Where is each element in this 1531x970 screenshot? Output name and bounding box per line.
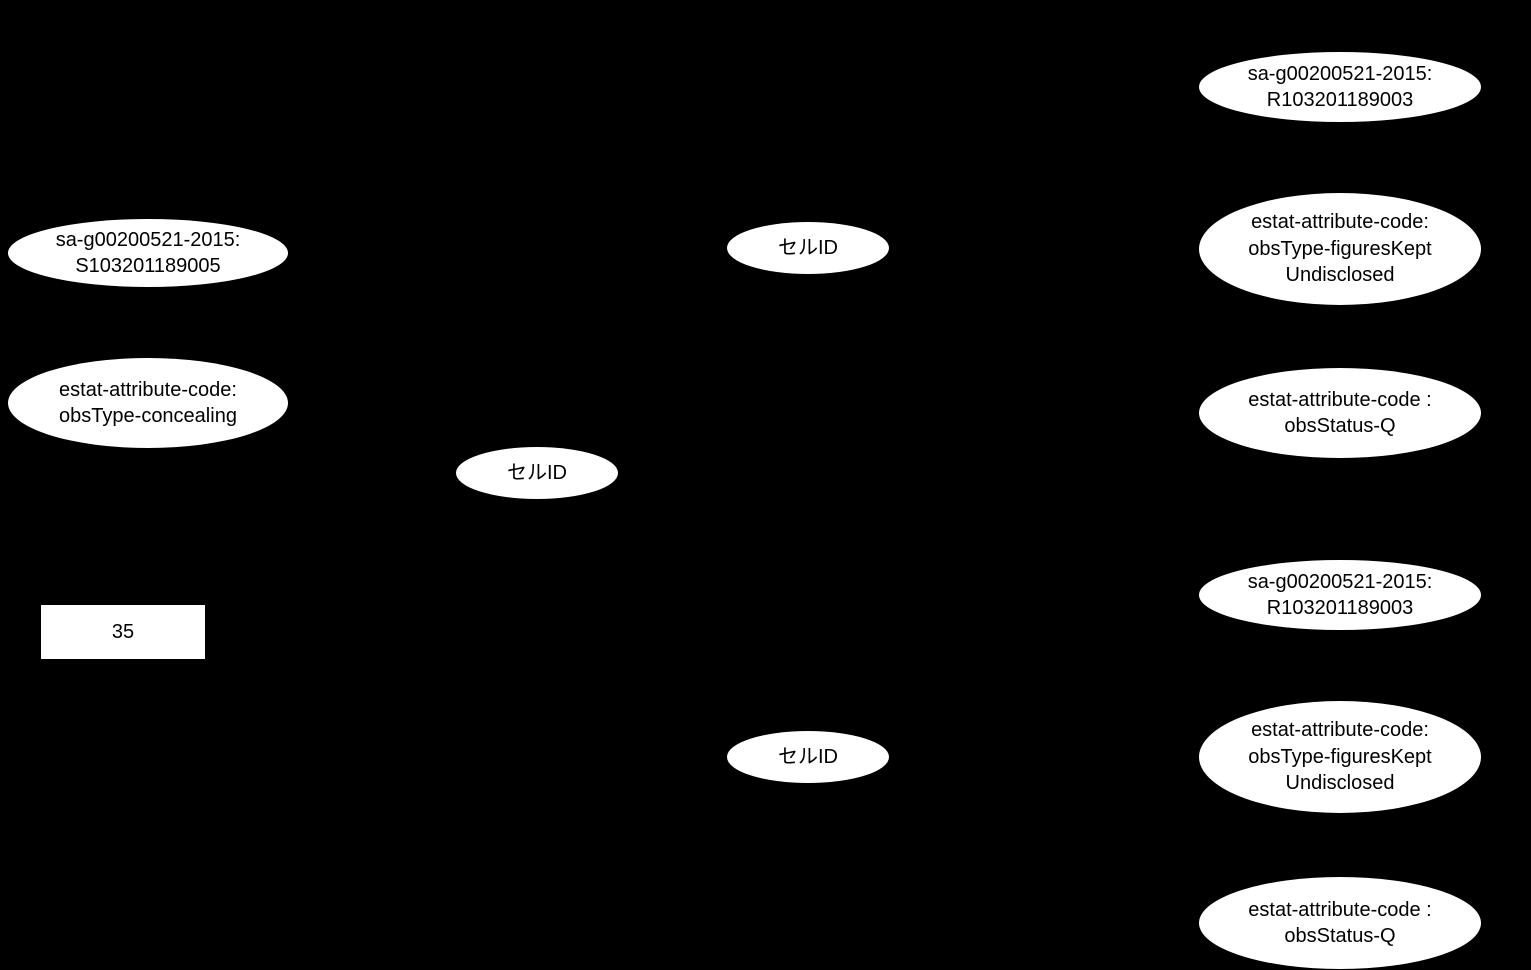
node-obsstatus-q-lower: estat-attribute-code : obsStatus-Q [1199, 877, 1481, 969]
node-resource-r103201189003-lower: sa-g00200521-2015: R103201189003 [1199, 560, 1481, 630]
node-resource-r103201189003-top: sa-g00200521-2015: R103201189003 [1199, 52, 1481, 122]
node-cell-id-upper: セルID [727, 222, 889, 274]
node-literal-35: 35 [41, 605, 205, 659]
node-obsstatus-q-upper: estat-attribute-code : obsStatus-Q [1199, 368, 1481, 458]
node-cell-id-middle: セルID [456, 447, 618, 499]
node-obstype-concealing: estat-attribute-code: obsType-concealing [8, 358, 288, 448]
node-obstype-figureskept-undisclosed-upper: estat-attribute-code: obsType-figuresKep… [1199, 193, 1481, 305]
node-obstype-figureskept-undisclosed-lower: estat-attribute-code: obsType-figuresKep… [1199, 701, 1481, 813]
node-cell-id-lower: セルID [727, 731, 889, 783]
node-resource-s103201189005: sa-g00200521-2015: S103201189005 [8, 219, 288, 287]
